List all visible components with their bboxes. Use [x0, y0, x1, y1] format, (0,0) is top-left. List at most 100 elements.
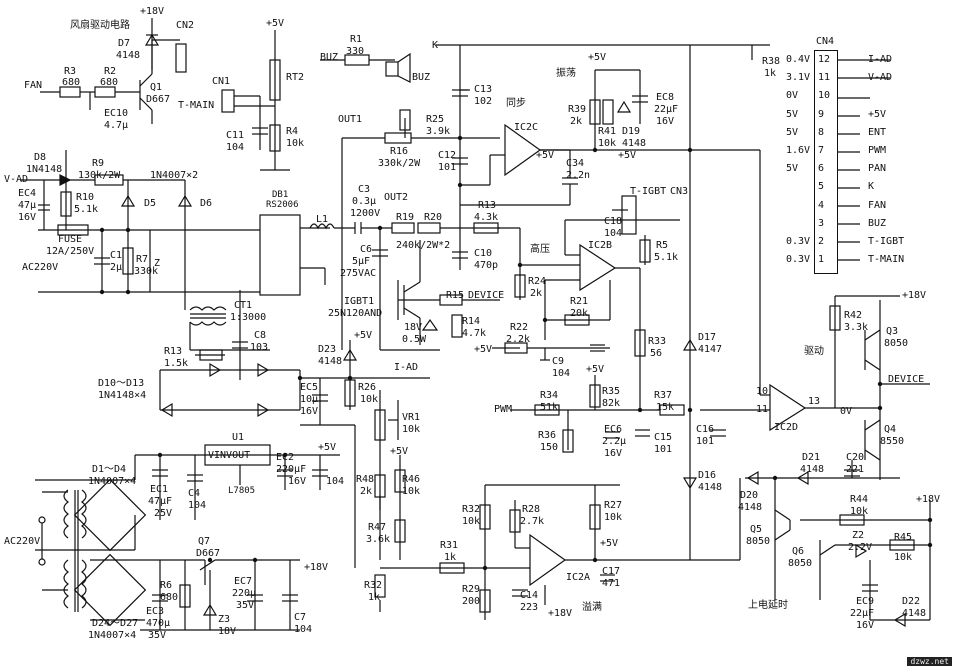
- cn4-pin-voltage: 0V: [786, 90, 799, 102]
- label-r45-val: 10k: [894, 552, 913, 563]
- label-ec10-val: 4.7μ: [104, 120, 129, 131]
- cn4-pin-voltage: 0.3V: [786, 254, 811, 266]
- label-r7-val: 330k: [134, 266, 159, 277]
- label-c6: C6: [360, 244, 373, 255]
- label-r9: R9: [92, 158, 105, 169]
- label-r1-val: 330: [346, 46, 365, 57]
- label-r33: R33: [648, 336, 667, 347]
- label-r22-val: 2.2k: [506, 334, 531, 345]
- label-vr1-val: 10k: [402, 424, 421, 435]
- label-c18: C18: [604, 216, 623, 227]
- label-r2-val: 680: [100, 77, 119, 88]
- label-r42-val: 3.3k: [844, 322, 869, 333]
- label-high-voltage: 高压: [530, 244, 550, 255]
- label-ec9-v: 16V: [856, 620, 875, 631]
- label-c17: C17: [602, 566, 621, 577]
- label-v-ad: V-AD: [4, 174, 29, 185]
- label-r32: R32: [462, 504, 481, 515]
- label-r27: R27: [604, 500, 623, 511]
- label-l1: L1: [316, 214, 329, 225]
- label-p18v-top: +18V: [140, 6, 165, 17]
- label-p5v-a: +5V: [266, 18, 285, 29]
- label-r44-val: 10k: [850, 506, 869, 517]
- label-ec9-val: 22μF: [850, 608, 875, 619]
- cn4-pin-signal: T-IGBT: [868, 236, 905, 247]
- label-r13-val: 4.3k: [474, 212, 499, 223]
- label-ec7-val: 220μ: [232, 588, 257, 599]
- label-c15: C15: [654, 432, 673, 443]
- label-d10-13: D10～D13: [98, 378, 145, 389]
- label-r4: R4: [286, 126, 299, 137]
- label-ec7-v: 35V: [236, 600, 255, 611]
- label-c16-val: 101: [696, 436, 715, 447]
- label-r32b: R32: [364, 580, 383, 591]
- label-r42: R42: [844, 310, 863, 321]
- label-r6: R6: [160, 580, 173, 591]
- label-ec6-v: 16V: [604, 448, 623, 459]
- label-n10: 10: [756, 386, 769, 397]
- cn4-pin-signal: FAN: [868, 199, 887, 211]
- label-d1-d4-val: 1N4007×4: [88, 476, 137, 487]
- cn4-pin-signal: K: [868, 181, 875, 193]
- label-ec1: EC1: [150, 484, 169, 495]
- label-ec9: EC9: [856, 596, 875, 607]
- cn4-pin-signal: V-AD: [868, 72, 893, 84]
- label-ec1-val: 47μF: [148, 496, 173, 507]
- label-r21: R21: [570, 296, 589, 307]
- cn4-pin-signal: +5V: [868, 108, 887, 120]
- label-r1: R1: [350, 34, 363, 45]
- label-db1-val: RS2006: [266, 200, 299, 210]
- label-c11-val: 104: [226, 142, 245, 153]
- label-r3-val: 680: [62, 77, 81, 88]
- cn4-pin-number: 10: [818, 90, 831, 102]
- label-ac220v-in: AC220V: [22, 262, 59, 273]
- label-q1-val: D667: [146, 94, 171, 105]
- label-k-net: K: [432, 40, 439, 51]
- cn4-pin-number: 9: [818, 108, 825, 120]
- label-c1-val: 2μ: [110, 262, 123, 273]
- cn4-pin-number: 5: [818, 181, 825, 193]
- watermark: dzwz.net: [907, 657, 952, 666]
- label-r6-val: 680: [160, 592, 179, 603]
- label-ec2-val: 220μF: [276, 464, 307, 475]
- label-c4: C4: [188, 488, 201, 499]
- label-d24-27-val: 1N4007×4: [88, 630, 137, 641]
- cn4-pin-number: 1: [818, 254, 825, 266]
- label-ec6: EC6: [604, 424, 623, 435]
- label-ec2: EC2: [276, 452, 295, 463]
- label-ec5: EC5: [300, 382, 319, 393]
- label-t-igbt: T-IGBT: [630, 186, 667, 197]
- label-q1: Q1: [150, 82, 163, 93]
- label-igbt1-val: 25N120AND: [328, 308, 383, 319]
- label-r38-val: 1k: [764, 68, 777, 79]
- label-v18: 18V: [404, 322, 423, 333]
- label-r25-val: 3.9k: [426, 126, 451, 137]
- label-ec4-val: 47μ: [18, 200, 37, 211]
- label-r36: R36: [538, 430, 557, 441]
- label-q3: Q3: [886, 326, 899, 337]
- label-d7: D7: [118, 38, 131, 49]
- label-d16: D16: [698, 470, 717, 481]
- cn4-pin-number: 3: [818, 217, 825, 229]
- label-r39: R39: [568, 104, 587, 115]
- label-ic2d: IC2D: [774, 422, 799, 433]
- label-p18v-rr: +18V: [916, 494, 941, 505]
- label-q5-val: 8050: [746, 536, 771, 547]
- label-d22: D22: [902, 596, 921, 607]
- label-c11: C11: [226, 130, 245, 141]
- label-ec5-val: 10μ: [300, 394, 319, 405]
- label-power-delay: 上电延时: [748, 600, 788, 611]
- label-ec1-v: 25V: [154, 508, 173, 519]
- label-c34: C34: [566, 158, 585, 169]
- label-r4-val: 10k: [286, 138, 305, 149]
- label-c3-val: 0.3μ: [352, 196, 377, 207]
- label-c13: C13: [474, 84, 493, 95]
- label-ec2-v: 16V: [288, 476, 307, 487]
- label-r31: R31: [440, 540, 459, 551]
- label-d23: D23: [318, 344, 337, 355]
- label-c6-v: 275VAC: [340, 268, 377, 279]
- cn4-pin-voltage: 0.3V: [786, 236, 811, 247]
- cn4-pin-voltage: 1.6V: [786, 145, 811, 156]
- label-p5v-d: +5V: [618, 150, 637, 161]
- label-r47-val: 3.6k: [366, 534, 391, 545]
